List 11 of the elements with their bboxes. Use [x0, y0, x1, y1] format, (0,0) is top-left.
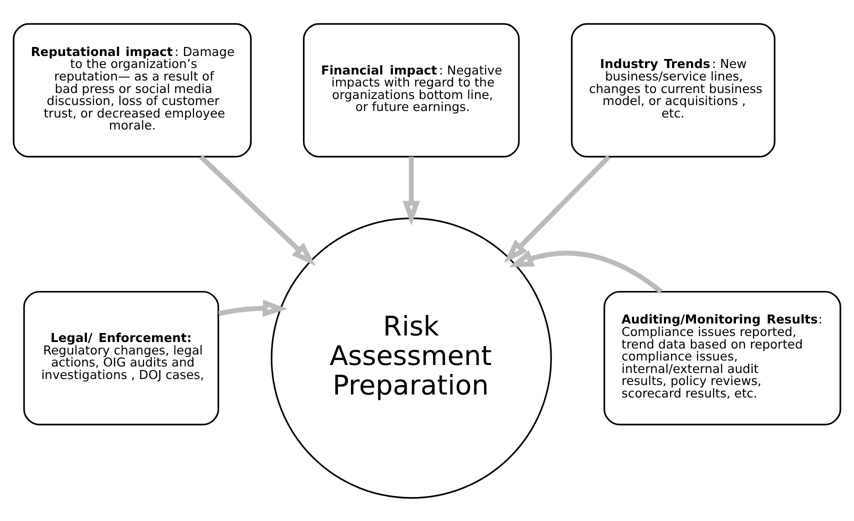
node-box: Industry Trends: New business/service lines, changes to current business model, or acquisitions , etc. — [570, 22, 776, 157]
arrow — [402, 156, 420, 225]
arrow — [199, 154, 316, 266]
node-box: Auditing/Monitoring Results: Compliance issues reported, trend data based on reported compliance issues, internal/external audit results, policy reviews, scorecard results, etc. — [604, 290, 842, 425]
node-circle: Risk Assessment Preparation — [270, 217, 552, 498]
arrow — [504, 154, 611, 263]
node-box: Reputational impact: Damage to the organization’s reputation— as a result of bad press or social media discussion, loss of customer trust, or decreased employee morale. — [12, 22, 252, 157]
node-box: Financial impact: Negative impacts with regard to the organizations bottom line, or future earnings. — [302, 22, 520, 157]
node-box: Legal/ Enforcement: Regulatory changes, legal actions, OIG audits and investigations , DOJ cases, — [23, 290, 220, 425]
arrow — [508, 250, 663, 294]
arrow — [218, 299, 288, 316]
